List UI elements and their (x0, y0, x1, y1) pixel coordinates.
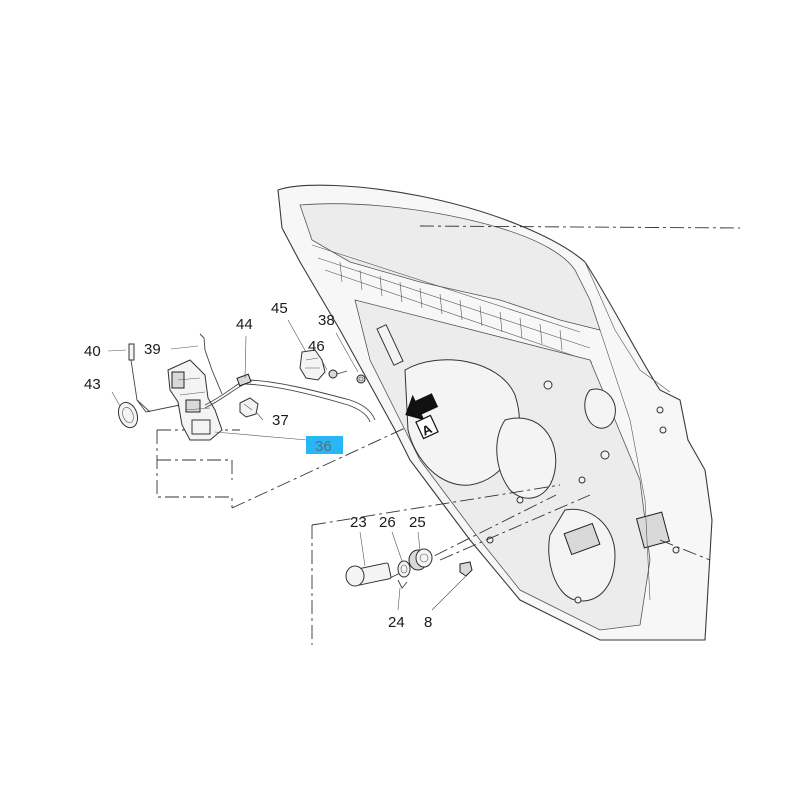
reference-lines (156, 225, 741, 645)
callout-45: 45 (271, 300, 288, 317)
part-26-washer (397, 560, 411, 578)
part-39-control-rod (136, 333, 223, 413)
part-44-cable (204, 373, 376, 423)
panel-holes (486, 380, 680, 604)
rear-door-panel (277, 184, 713, 641)
callout-8: 8 (424, 614, 432, 631)
callout-43: 43 (84, 376, 101, 393)
callout-36-highlight (306, 436, 343, 454)
view-arrow-a: A (405, 393, 439, 440)
part-46-screw (328, 369, 348, 379)
part-37-clip (239, 397, 259, 418)
part-43-grommet (117, 401, 139, 429)
callout-26: 26 (379, 514, 396, 531)
part-25-bushing (408, 548, 433, 571)
callout-36: 36 (315, 438, 332, 455)
leader-lines (107, 319, 467, 611)
callout-24: 24 (388, 614, 405, 631)
callout-46: 46 (308, 338, 325, 355)
part-36-door-lock (167, 359, 223, 441)
callout-23: 23 (350, 514, 367, 531)
callout-39: 39 (144, 341, 161, 358)
belt-ribs (339, 261, 563, 351)
part-45-handle-bracket (299, 349, 326, 381)
callout-40: 40 (84, 343, 101, 360)
part-8-bolt (459, 561, 473, 577)
view-marker-box (415, 414, 439, 440)
callout-labels: 40 39 43 44 45 46 38 37 36 23 26 25 24 8 (84, 300, 432, 631)
callout-44: 44 (236, 316, 253, 333)
callout-38: 38 (318, 312, 335, 329)
callout-37: 37 (272, 412, 289, 429)
callout-25: 25 (409, 514, 426, 531)
part-38-fastener (356, 374, 366, 384)
part-23-pin (345, 562, 392, 587)
part-24-clip (397, 579, 408, 589)
